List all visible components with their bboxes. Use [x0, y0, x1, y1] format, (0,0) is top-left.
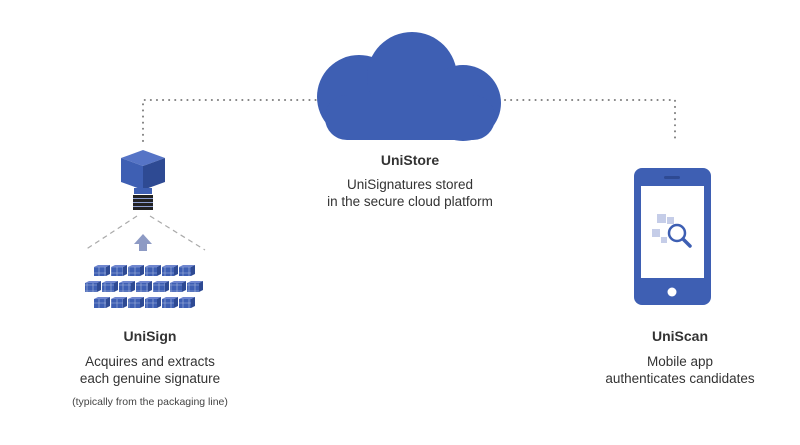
connector-right-dotted: [504, 99, 676, 143]
unistore-title: UniStore: [380, 152, 440, 168]
unisign-desc-line: Acquires and extracts: [85, 354, 215, 369]
unistore-desc-line: in the secure cloud platform: [327, 194, 493, 209]
uniscan-title: UniScan: [651, 328, 708, 344]
unisign-description: Acquires and extracts each genuine signa…: [40, 353, 260, 387]
scanner-camera-icon: [121, 150, 165, 210]
package-icon: [111, 297, 127, 308]
package-icon: [94, 265, 110, 276]
package-icon: [94, 297, 110, 308]
scan-field-right-line: [149, 215, 206, 251]
package-icon: [153, 281, 169, 292]
unisign-title: UniSign: [123, 328, 177, 344]
package-icon: [128, 297, 144, 308]
uniscan-label-block: UniScan Mobile app authenticates candida…: [580, 328, 780, 387]
uniscan-desc-line: authenticates candidates: [605, 371, 755, 386]
unisign-desc-line: each genuine signature: [79, 371, 221, 386]
package-icon: [119, 281, 135, 292]
package-icon: [145, 265, 161, 276]
package-icon: [162, 265, 178, 276]
cloud-icon: [317, 32, 501, 141]
package-icon: [85, 281, 101, 292]
package-icon: [102, 281, 118, 292]
package-icon: [187, 281, 203, 292]
magnifier-icon: [652, 214, 692, 248]
unistore-description: UniSignatures stored in the secure cloud…: [300, 176, 520, 210]
product-packages-grid: [85, 265, 203, 308]
unistore-desc-line: UniSignatures stored: [346, 177, 474, 192]
unistore-label-block: UniStore UniSignatures stored in the sec…: [300, 152, 520, 210]
package-icon: [145, 297, 161, 308]
unisign-label-block: UniSign Acquires and extracts each genui…: [40, 328, 260, 408]
package-icon: [162, 297, 178, 308]
package-icon: [128, 265, 144, 276]
package-icon: [170, 281, 186, 292]
package-icon: [111, 265, 127, 276]
package-icon: [179, 265, 195, 276]
connector-left-dotted: [142, 99, 319, 142]
unisign-note: (typically from the packaging line): [72, 396, 228, 408]
up-arrow-icon: [134, 234, 152, 251]
uniscan-description: Mobile app authenticates candidates: [580, 353, 780, 387]
uniscan-desc-line: Mobile app: [646, 354, 714, 369]
package-icon: [179, 297, 195, 308]
package-icon: [136, 281, 152, 292]
scan-field-left-line: [84, 215, 138, 251]
